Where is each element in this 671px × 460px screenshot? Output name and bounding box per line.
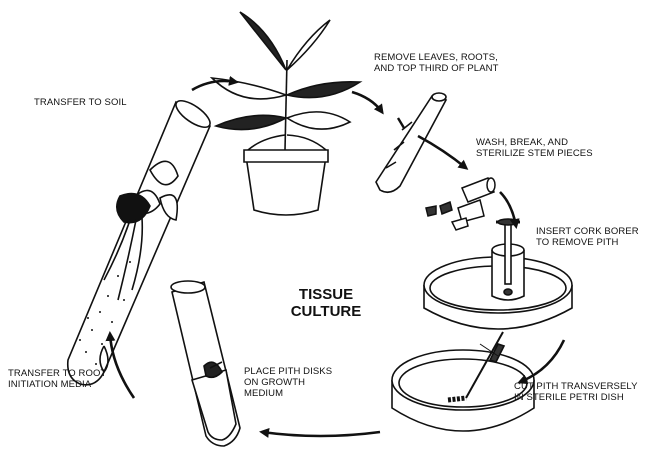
arrow-cut-to-medium — [262, 432, 380, 436]
step-transfer-soil: TRANSFER TO SOIL — [34, 97, 127, 108]
step-cork-borer: INSERT CORK BORER TO REMOVE PITH — [536, 226, 639, 248]
step-wash-sterilize-line-1: WASH, BREAK, AND — [476, 137, 593, 148]
center-title: TISSUE CULTURE — [276, 286, 376, 320]
step-root-initiation-line-1: TRANSFER TO ROOT — [8, 368, 106, 379]
step-remove-leaves-line-2: AND TOP THIRD OF PLANT — [374, 63, 499, 74]
step-wash-sterilize: WASH, BREAK, AND STERILIZE STEM PIECES — [476, 137, 593, 159]
broken-stem-pieces-illustration — [426, 178, 495, 230]
step-root-initiation-line-2: INITIATION MEDIA — [8, 379, 106, 390]
step-remove-leaves-line-1: REMOVE LEAVES, ROOTS, — [374, 52, 499, 63]
step-cork-borer-line-2: TO REMOVE PITH — [536, 237, 639, 248]
scalpel-dish-illustration — [392, 332, 534, 431]
step-place-pith-disks-line-3: MEDIUM — [244, 388, 332, 399]
center-title-line-2: CULTURE — [276, 303, 376, 320]
step-root-initiation: TRANSFER TO ROOT INITIATION MEDIA — [8, 368, 106, 390]
stem-piece-illustration — [376, 93, 446, 192]
step-cut-pith-line-2: IN STERILE PETRI DISH — [514, 392, 638, 403]
step-place-pith-disks-line-2: ON GROWTH — [244, 377, 332, 388]
arrow-plant-to-stem — [352, 92, 382, 112]
potted-plant-illustration — [212, 12, 360, 215]
step-wash-sterilize-line-2: STERILIZE STEM PIECES — [476, 148, 593, 159]
step-remove-leaves: REMOVE LEAVES, ROOTS, AND TOP THIRD OF P… — [374, 52, 499, 74]
step-cork-borer-line-1: INSERT CORK BORER — [536, 226, 639, 237]
step-transfer-soil-line-1: TRANSFER TO SOIL — [34, 97, 127, 108]
center-title-line-1: TISSUE — [276, 286, 376, 303]
step-place-pith-disks-line-1: PLACE PITH DISKS — [244, 366, 332, 377]
step-cut-pith: CUT PITH TRANSVERSELY IN STERILE PETRI D… — [514, 381, 638, 403]
growth-medium-tube-illustration — [171, 281, 240, 446]
step-cut-pith-line-1: CUT PITH TRANSVERSELY — [514, 381, 638, 392]
step-place-pith-disks: PLACE PITH DISKS ON GROWTH MEDIUM — [244, 366, 332, 399]
arrow-stem-to-pieces — [418, 136, 466, 168]
